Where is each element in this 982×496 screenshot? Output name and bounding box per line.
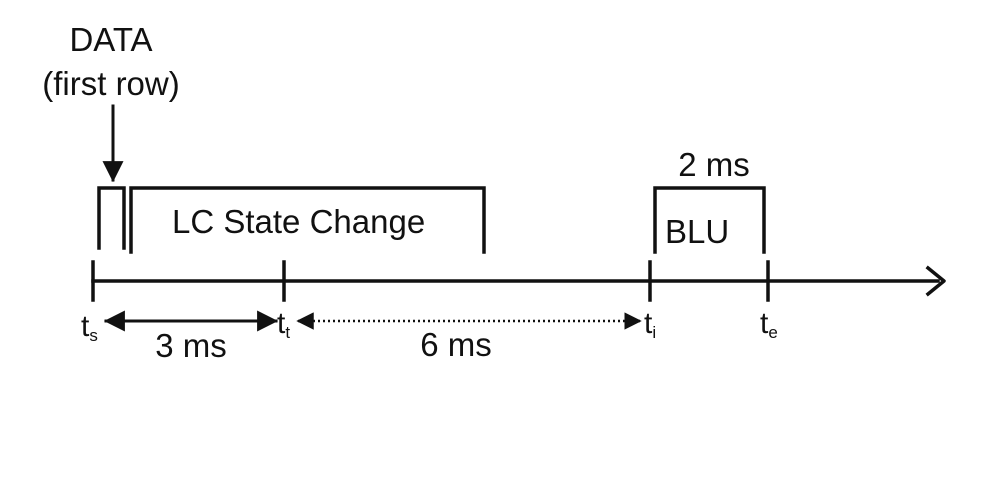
tick-label-ti: ti [644, 307, 656, 342]
tick-label-te: te [760, 307, 778, 342]
blu-label: BLU [665, 213, 729, 250]
interval-label-3ms: 3 ms [155, 327, 227, 364]
lc-state-change-label: LC State Change [172, 203, 425, 240]
interval-label-6ms: 6 ms [420, 326, 492, 363]
tick-label-ts: ts [81, 310, 98, 345]
data-label: DATA [69, 21, 152, 58]
data-label-sub: (first row) [42, 65, 179, 102]
tick-label-tt: tt [277, 307, 290, 342]
data-pulse [99, 188, 124, 248]
blu-duration-label: 2 ms [678, 146, 750, 183]
